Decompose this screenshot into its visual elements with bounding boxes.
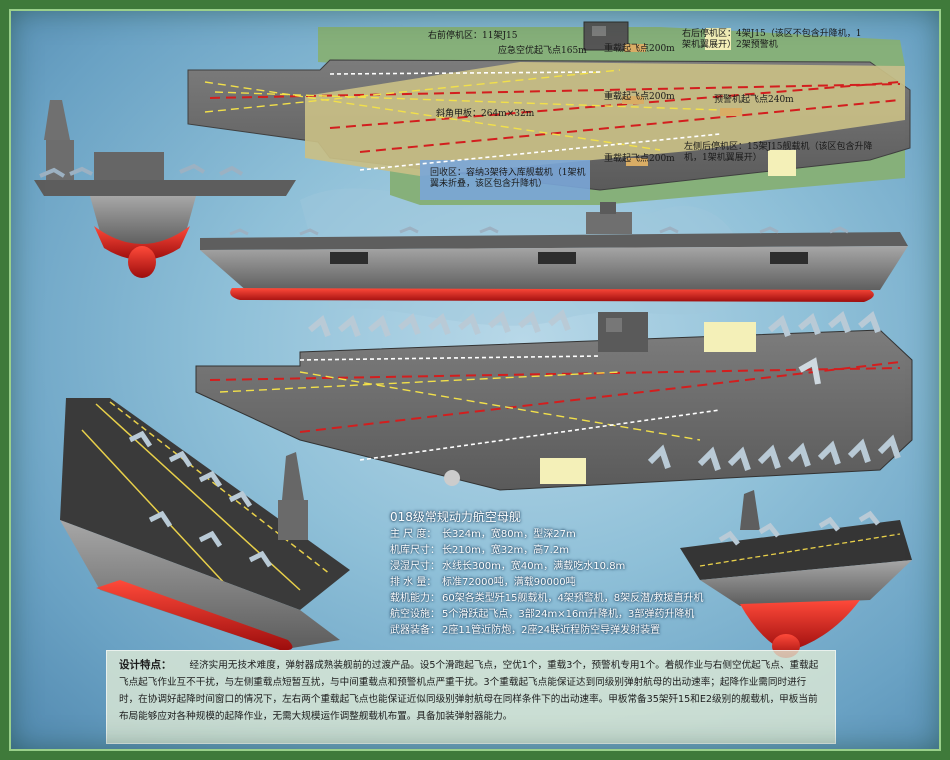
spec-value: 5个滑跃起飞点，3部24m×16m升降机，3部弹药升降机: [442, 609, 695, 620]
highlight-box: [768, 150, 796, 176]
spec-row: 航空设施：5个滑跃起飞点，3部24m×16m升降机，3部弹药升降机: [390, 607, 740, 623]
top-deck-plan: [187, 21, 911, 205]
spec-value: 长324m，宽80m，型深27m: [442, 529, 576, 540]
side-view-ship: [200, 202, 908, 302]
diagram-title: 018级常规动力航空母舰: [390, 510, 521, 524]
label-heavy-takeoff-bottom: 重载起飞点200m: [604, 154, 675, 164]
spec-value: 长210m，宽32m，高7.2m: [442, 545, 569, 556]
label-right-rear-parking: 右后停机区：4架J15（该区不包含升降机，1架机翼展开）2架预警机: [682, 29, 862, 50]
label-heavy-takeoff-mid: 重载起飞点200m: [604, 92, 675, 102]
spec-key: 主 尺 度：: [390, 529, 437, 540]
label-right-front-parking: 右前停机区：11架J15: [428, 31, 518, 41]
spec-row: 机库尺寸：长210m，宽32m，高7.2m: [390, 543, 740, 559]
recovery-zone: [420, 160, 590, 200]
label-emergency-takeoff: 应急空优起飞点165m: [498, 46, 587, 56]
spec-row: 载机能力：60架各类型歼15舰载机，4架预警机，8架反潜/救援直升机: [390, 591, 740, 607]
label-angled-deck: 斜角甲板：264m×32m: [436, 109, 535, 119]
perspective-view-right: [680, 490, 912, 658]
front-view-ship: [34, 100, 296, 278]
specs-panel: 018级常规动力航空母舰 主 尺 度： 长324m，宽80m，型深27m 机库尺寸…: [390, 508, 740, 639]
label-recovery-zone: 回收区：容纳3架待入库舰载机（1架机翼未折叠，该区包含升降机）: [430, 168, 586, 189]
spec-key: 机库尺寸：: [390, 545, 440, 556]
label-heavy-takeoff-top: 重载起飞点200m: [604, 44, 675, 54]
perspective-view-left: [60, 398, 350, 651]
design-body: 经济实用无技术难度，弹射器成熟装舰前的过渡产品。设5个滑跑起飞点，空优1个，重载…: [119, 660, 819, 722]
design-notes-panel: 设计特点：经济实用无技术难度，弹射器成熟装舰前的过渡产品。设5个滑跑起飞点，空优…: [106, 650, 836, 744]
spec-row: 排 水 量： 标准72000吨，满载90000吨: [390, 575, 740, 591]
label-aew-takeoff: 预警机起飞点240m: [714, 95, 794, 105]
angled-deck-area: [305, 62, 905, 176]
spec-value: 60架各类型歼15舰载机，4架预警机，8架反潜/救援直升机: [442, 593, 704, 604]
spec-row: 武器装备：2座11管近防炮，2座24联近程防空导弹发射装置: [390, 623, 740, 639]
spec-row: 浸湿尺寸：水线长300m，宽40m，满载吃水10.8m: [390, 559, 740, 575]
spec-value: 2座11管近防炮，2座24联近程防空导弹发射装置: [442, 625, 661, 636]
spec-key: 载机能力：: [390, 593, 440, 604]
highlight-box: [705, 28, 731, 50]
spec-key: 排 水 量：: [390, 577, 437, 588]
spec-key: 航空设施：: [390, 609, 440, 620]
label-left-rear-parking: 左侧后停机区：15架J15舰载机（该区包含升降机，1架机翼展开）: [684, 142, 873, 163]
design-heading: 设计特点：: [119, 659, 172, 671]
spec-value: 水线长300m，宽40m，满载吃水10.8m: [442, 561, 626, 572]
spec-key: 武器装备：: [390, 625, 440, 636]
spec-row: 主 尺 度： 长324m，宽80m，型深27m: [390, 527, 740, 543]
spec-value: 标准72000吨，满载90000吨: [442, 577, 576, 588]
middle-deck-plan: [195, 308, 913, 491]
spec-key: 浸湿尺寸：: [390, 561, 440, 572]
